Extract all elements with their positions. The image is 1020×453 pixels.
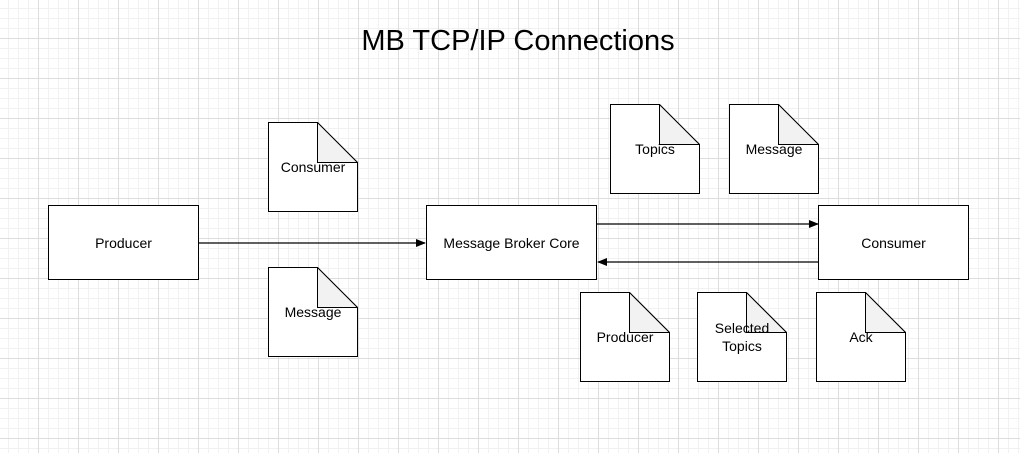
doc-producer-info[interactable]: Producer [580, 292, 670, 382]
producer-node[interactable]: Producer [48, 205, 199, 280]
doc-consumer-message-label: Message [745, 141, 803, 157]
consumer-node-label: Consumer [861, 234, 926, 251]
doc-producer-message[interactable]: Message [268, 267, 358, 357]
doc-consumer-info[interactable]: Consumer [268, 122, 358, 212]
doc-selected-topics-label: Selected Topics [714, 320, 770, 354]
broker-node[interactable]: Message Broker Core [426, 205, 597, 280]
doc-consumer-message[interactable]: Message [729, 104, 819, 194]
doc-producer-message-label: Message [284, 304, 342, 320]
doc-topics[interactable]: Topics [610, 104, 700, 194]
diagram-title: MB TCP/IP Connections [361, 25, 675, 57]
doc-ack-label: Ack [849, 329, 873, 345]
doc-ack[interactable]: Ack [816, 292, 906, 382]
doc-topics-label: Topics [635, 141, 675, 157]
doc-producer-info-label: Producer [596, 329, 654, 345]
doc-selected-topics[interactable]: Selected Topics [697, 292, 787, 382]
doc-consumer-info-label: Consumer [280, 159, 346, 175]
consumer-node[interactable]: Consumer [818, 205, 969, 280]
producer-node-label: Producer [95, 234, 152, 251]
broker-node-label: Message Broker Core [443, 234, 580, 251]
